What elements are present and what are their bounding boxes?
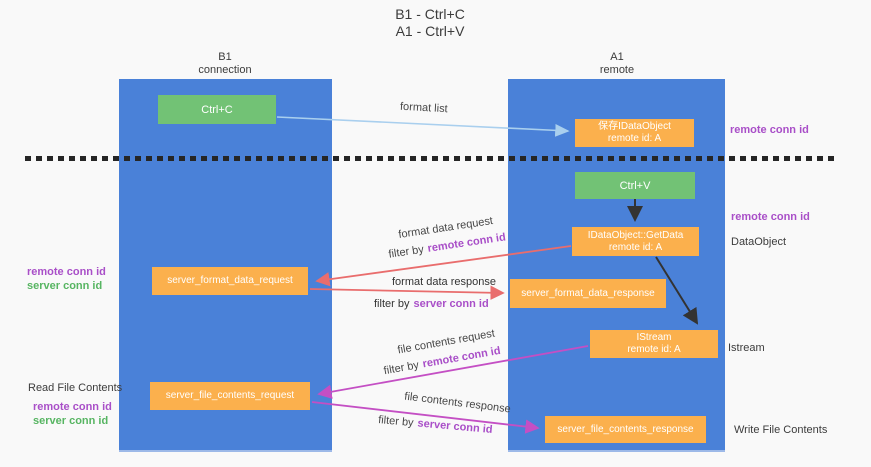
node-istream: IStream remote id: A (590, 330, 718, 358)
diagram-title: B1 - Ctrl+C A1 - Ctrl+V (330, 6, 530, 40)
side-label-write-file-contents: Write File Contents (734, 424, 828, 436)
node-server-file-contents-response: server_file_contents_response (545, 416, 706, 443)
side-label-remote-conn-id-top-right: remote conn id (730, 124, 809, 136)
side-label-istream: Istream (728, 342, 765, 354)
side-label-remote-conn-id-mid-left: remote conn id (27, 266, 106, 278)
file-request-label: server_file_contents_request (165, 390, 295, 401)
ctrl-c-label: Ctrl+C (201, 103, 233, 116)
filter-by-text: filter by (374, 298, 410, 310)
side-label-remote-conn-id-bottom-left: remote conn id (33, 401, 112, 413)
side-label-read-file-contents: Read File Contents (28, 382, 123, 394)
lane-left-name: B1 (218, 51, 232, 63)
lane-left-subtitle: connection (198, 64, 252, 76)
format-request-label: server_format_data_request (167, 275, 293, 286)
filter-by-text: filter by (382, 359, 420, 378)
side-label-server-conn-id-bottom-left: server conn id (33, 415, 109, 427)
save-dataobject-line2: remote id: A (607, 133, 662, 144)
side-label-server-conn-id-mid-left: server conn id (27, 280, 103, 292)
title-line-1: B1 - Ctrl+C (395, 6, 465, 22)
istream-line2: remote id: A (627, 344, 681, 355)
side-label-remote-conn-id-mid-right: remote conn id (731, 211, 810, 223)
filter-by-text: filter by (387, 243, 425, 261)
title-line-2: A1 - Ctrl+V (395, 23, 465, 39)
ctrl-v-label: Ctrl+V (619, 179, 651, 192)
edge-label-format-data-response: format data response (392, 276, 496, 288)
side-label-dataobject: DataObject (731, 236, 787, 248)
edge-label-file-contents-response: file contents response (403, 390, 512, 416)
getdata-line1: IDataObject::GetData (587, 229, 684, 241)
server-conn-id-text: server conn id (413, 298, 489, 310)
file-response-label: server_file_contents_response (557, 423, 694, 435)
server-conn-id-text: server conn id (417, 417, 493, 436)
istream-line1: IStream (636, 332, 672, 343)
arrow-format-data-response (309, 285, 505, 300)
getdata-line2: remote id: A (608, 241, 663, 253)
save-dataobject-line1: 保存IDataObject (598, 121, 671, 132)
filter-by-text: filter by (377, 414, 415, 430)
lane-right-name: A1 (610, 51, 624, 63)
separator-dashed-line (25, 156, 838, 161)
node-server-file-contents-request: server_file_contents_request (150, 382, 310, 410)
lane-right-subtitle: remote (599, 64, 635, 76)
node-ctrl-c: Ctrl+C (158, 95, 276, 124)
lane-header-left: B1 connection (165, 51, 285, 77)
node-ctrl-v: Ctrl+V (575, 172, 695, 199)
node-server-format-data-request: server_format_data_request (152, 267, 308, 295)
format-response-label: server_format_data_response (521, 287, 655, 299)
node-idataobject-getdata: IDataObject::GetData remote id: A (572, 227, 699, 256)
edge-label-format-list: format list (399, 100, 448, 116)
lane-header-right: A1 remote (557, 51, 677, 77)
node-save-dataobject: 保存IDataObject remote id: A (575, 119, 694, 147)
node-server-format-data-response: server_format_data_response (510, 279, 666, 308)
